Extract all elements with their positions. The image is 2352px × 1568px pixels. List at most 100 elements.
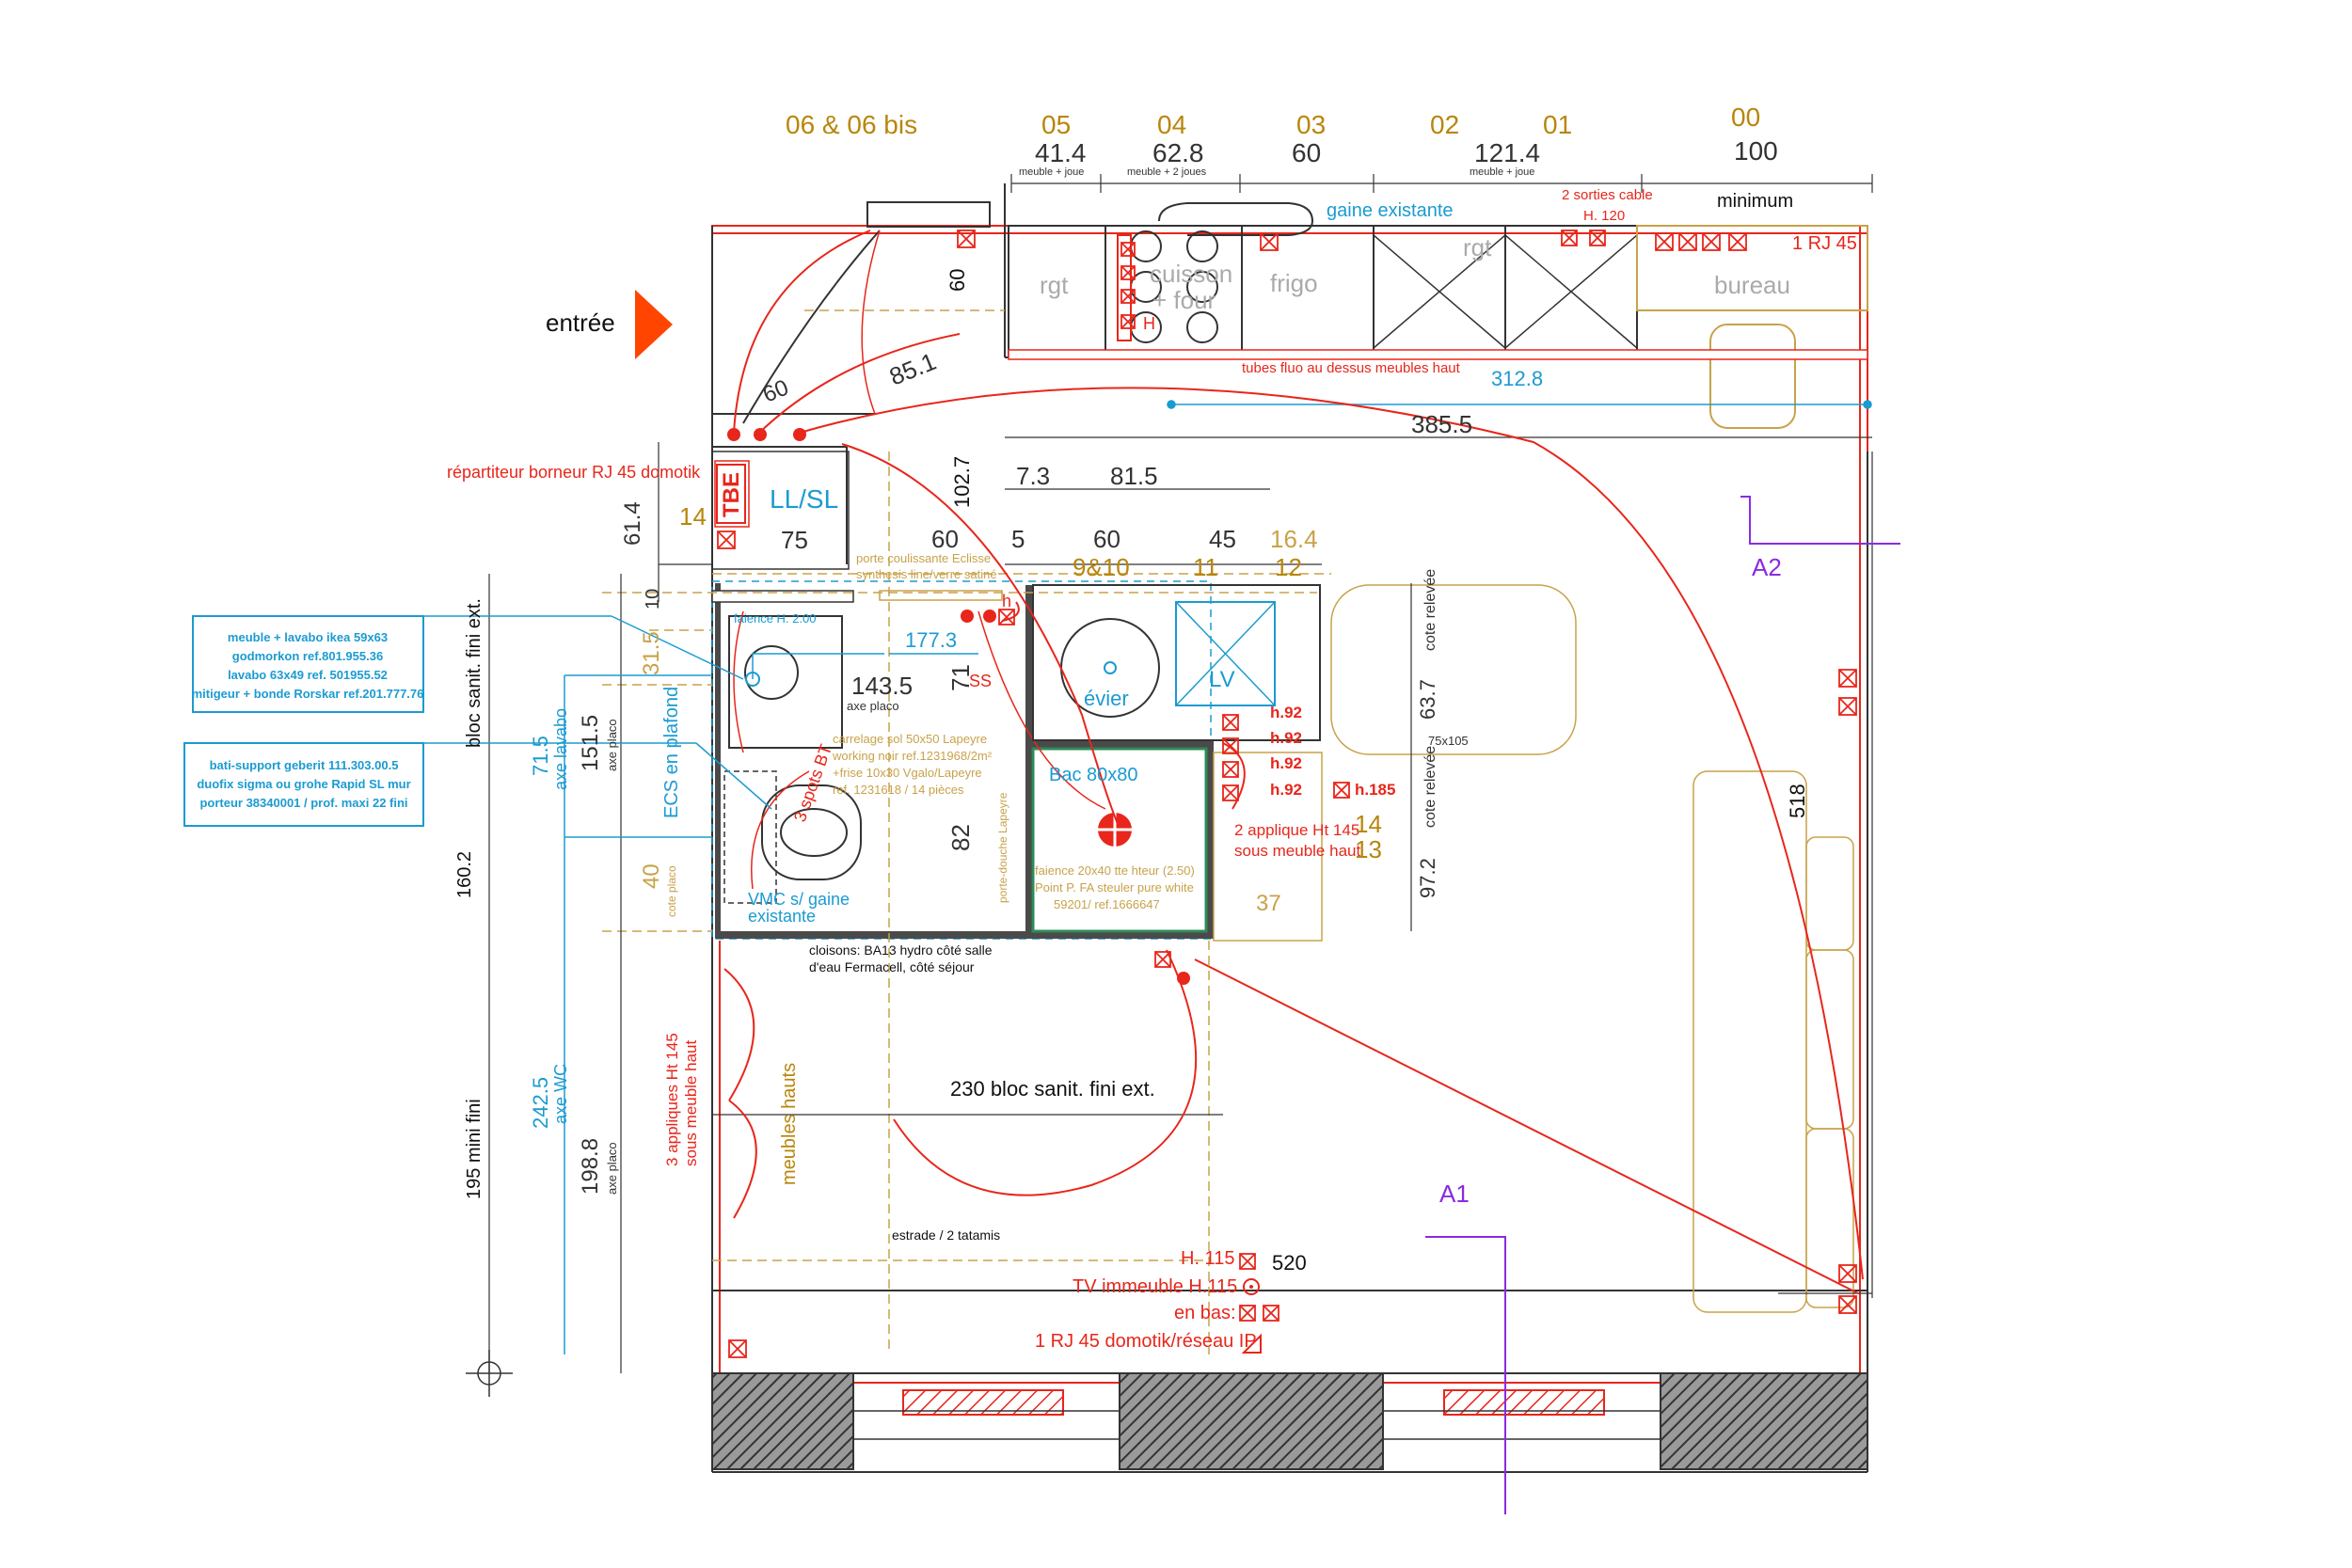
crosshair-icon [466,1350,513,1397]
dim-121-4-sub: meuble + joue [1470,166,1534,178]
h92-c: h.92 [1270,754,1302,772]
h-120: H. 120 [1583,208,1625,224]
dim-75: 75 [781,526,808,554]
dim-100: 100 [1734,136,1778,166]
zone-14-right: 14 [1355,810,1382,838]
zone-9-10: 9&10 [1073,553,1130,581]
h92-a: h.92 [1270,704,1302,721]
dim-385-5: 385.5 [1411,410,1472,438]
porte-coulissante-1: porte coulissante Eclisse [856,551,991,565]
dim-10: 10 [643,589,663,610]
rj45-socket-icon [1241,1333,1262,1354]
zone-06: 06 & 06 bis [786,110,917,139]
four: + four [1152,286,1216,314]
top-red-labels: 2 sorties cable H. 120 1 RJ 45 [1562,187,1857,254]
electric-points [727,428,1190,985]
dim-40: 40 [639,863,664,889]
dim-31-5: 31.5 [639,631,664,675]
dim-5: 5 [1011,525,1025,553]
left-annotation-boxes [183,615,424,827]
frigo: frigo [1270,269,1318,297]
zone-00: 00 [1731,103,1760,132]
kitchen-labels: rgt cuisson + four frigo rgt bureau [1040,233,1790,314]
dim-143-5: 143.5 [851,672,913,700]
entry-arrow-icon [635,290,673,359]
dim-41-4-sub: meuble + joue [1019,166,1084,178]
carrelage-4: ref. 1231618 / 14 pièces [833,783,964,797]
zone-01: 01 [1543,110,1572,139]
applique-1: 2 applique Ht 145 [1234,821,1359,839]
llsl-label: LL/SL [770,484,838,514]
cote-relevee-2: cote relevée [1422,746,1438,828]
axe-lavabo: axe lavabo [551,708,570,790]
dim-62-8-sub: meuble + 2 joues [1127,166,1207,178]
cote-placo: cote placo [665,865,678,917]
appliques-1: 3 appliques Ht 145 [663,1033,681,1166]
bac-label: Bac 80x80 [1049,765,1138,785]
bathroom-block [711,580,1214,940]
axe-placo-1: axe placo [605,719,619,771]
dim-520: 520 [1272,1251,1307,1275]
facade [711,1372,1868,1470]
carrelage-note: carrelage sol 50x50 Lapeyre working noir… [832,732,993,797]
porte-coulissante-2: synthesis line/verre satiné [856,567,997,581]
dim-37: 37 [1256,891,1281,916]
section-a1: A1 [1439,1180,1470,1208]
carrelage-1: carrelage sol 50x50 Lapeyre [833,732,987,746]
box1-text: meuble + lavabo ikea 59x63 godmorkon ref… [192,630,424,701]
ss-label: SS [969,672,992,690]
box2-line1: bati-support geberit 111.303.00.5 [210,758,399,772]
axe-wc: axe WC [551,1064,570,1124]
axe-placo-2: axe placo [605,1142,619,1195]
dim-60-evier: 60 [1093,525,1120,553]
box1-line2: godmorkon ref.801.955.36 [232,649,383,663]
tbe-box [716,464,746,524]
section-markers [1425,496,1900,1514]
applique-2: sous meuble haut [1234,842,1360,860]
box1-line1: meuble + lavabo ikea 59x63 [228,630,388,644]
h92-d: h.92 [1270,781,1302,799]
h-115: H. 115 [1181,1248,1234,1269]
repartiteur-label: répartiteur borneur RJ 45 domotik [447,463,701,482]
dimension-line-blue [564,400,1872,1354]
axe-placo-bath: axe placo [847,699,899,713]
fixture-markers [717,230,1857,1358]
dimension-lines [488,174,1873,1373]
dim-312-8: 312.8 [1491,367,1543,390]
kitchen-units [1008,225,1868,429]
faience-label: faience H. 2.00 [734,611,816,626]
vmc-2: existante [748,907,816,926]
cloisons-1: cloisons: BA13 hydro côté salle [809,942,993,958]
h-mark: H [1143,314,1155,333]
carrelage-3: +frise 10x30 Vgalo/Lapeyre [833,766,982,780]
dim-41-4: 41.4 [1035,138,1087,167]
hob [1117,230,1218,343]
entry-door [712,201,991,564]
left-leaders [423,615,772,810]
gaine-existante: gaine existante [1327,200,1454,221]
en-bas: en bas: [1174,1303,1236,1323]
zone-02: 02 [1430,110,1459,139]
gaine-existante-outline [1158,202,1314,236]
sorties-cable: 2 sorties cable [1562,187,1653,203]
dim-62-8: 62.8 [1152,138,1204,167]
evier-label: évier [1084,687,1129,710]
rj45-top: 1 RJ 45 [1792,233,1857,254]
section-a2: A2 [1752,553,1782,581]
faience-2-note: faience 20x40 tte hteur (2.50) Point P. … [1035,863,1195,911]
rgt-1: rgt [1040,271,1069,299]
box1-line4: mitigeur + bonde Rorskar ref.201.777.76 [192,687,424,701]
table-outline [1330,584,1577,755]
dim-151-5: 151.5 [578,715,603,771]
sofa-outline [1692,770,1854,1313]
bureau: bureau [1714,271,1790,299]
dim-160-2: 160.2 [454,851,475,898]
dim-63-7: 63.7 [1416,679,1439,720]
dim-177-3: 177.3 [905,628,957,652]
porte-douche: porte-douche Lapeyre [996,792,1009,903]
rj45-domotik: 1 RJ 45 domotik/réseau IP [1035,1331,1257,1352]
h92-labels: h.92 h.92 h.92 h.92 h.185 [1270,704,1395,799]
zone-12: 12 [1275,553,1302,581]
dim-230: 230 bloc sanit. fini ext. [950,1077,1155,1101]
carrelage-2: working noir ref.1231968/2m² [832,749,993,763]
